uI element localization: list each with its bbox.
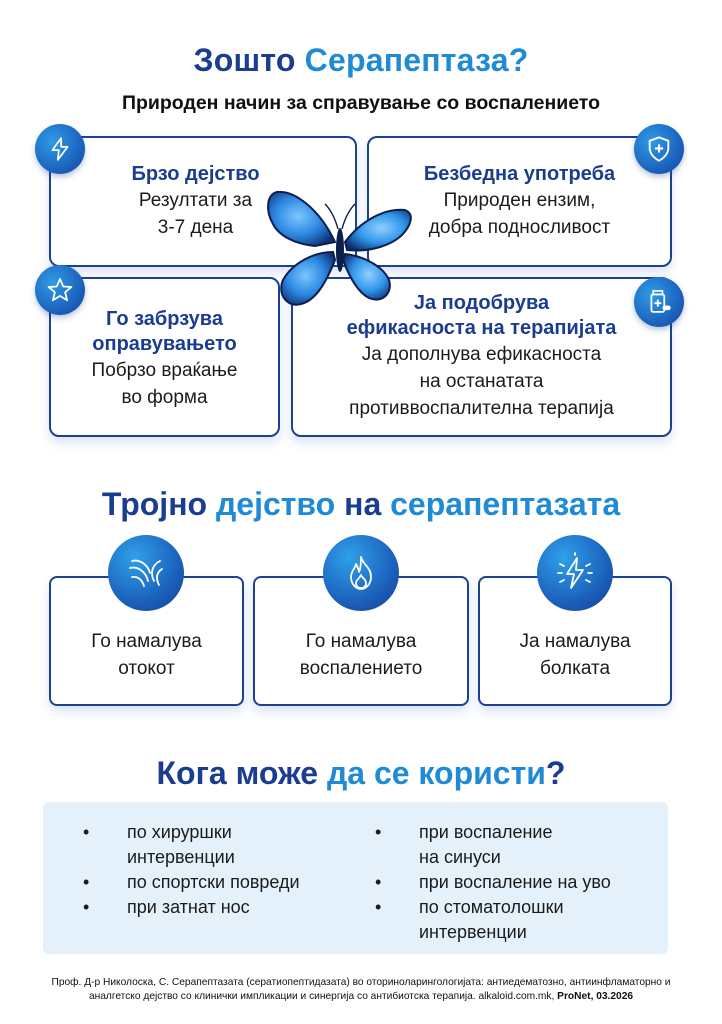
benefit-card-safe-use: Безбедна употреба Природен ензим, добра … — [367, 124, 684, 267]
list-item: по спортски повреди — [83, 870, 300, 895]
list-item-text: при воспаление — [419, 822, 553, 842]
title-part-1: Зошто — [193, 42, 305, 78]
action-text: воспалението — [299, 658, 423, 679]
benefit-card-efficacy: Ја подобрува ефикасноста на терапијата Ј… — [291, 277, 684, 437]
usage-box: по хируршки интервенции по спортски повре… — [43, 802, 668, 954]
benefit-heading: Брзо дејство — [131, 163, 260, 185]
action-text: болката — [539, 658, 611, 679]
section2-part-4: серапептазата — [390, 486, 621, 522]
benefit-text: Побрзо враќање — [91, 360, 238, 381]
section3-part-3: ? — [545, 755, 566, 791]
usage-list-left: по хируршки интервенции по спортски повре… — [83, 820, 300, 920]
list-item-text: по стоматолошки — [419, 897, 564, 917]
benefit-text: во форма — [121, 387, 208, 408]
section2-part-2: дејство — [215, 486, 336, 522]
footer-line-2: аналгетско дејство со клинички импликаци… — [25, 990, 697, 1004]
benefit-heading: Го забрзува — [106, 308, 223, 330]
benefit-heading: оправувањето — [92, 333, 237, 355]
benefit-text: противвоспалителна терапија — [349, 398, 614, 419]
footer-line-1: Проф. Д-р Николоска, С. Серапептазата (с… — [51, 977, 671, 988]
section2-part-3: на — [335, 486, 391, 522]
lightning-icon — [35, 124, 85, 174]
section3-part-1: Кога може — [156, 755, 327, 791]
swelling-waves-icon — [108, 535, 184, 611]
list-item: по хируршки интервенции — [83, 820, 300, 870]
list-item: при воспаление на уво — [375, 870, 611, 895]
butterfly-illustration — [267, 190, 412, 306]
list-item: по стоматолошки интервенции — [375, 895, 611, 945]
benefit-text: 3-7 дена — [157, 217, 234, 238]
benefit-heading: ефикасноста на терапијата — [346, 317, 617, 339]
list-item-text: при воспаление на уво — [419, 872, 611, 892]
action-text: Го намалува — [305, 631, 417, 652]
benefit-text: Резултати за — [138, 190, 253, 211]
list-item-text: интервенции — [127, 847, 235, 867]
list-item-text: по спортски повреди — [127, 872, 300, 892]
footer-text: аналгетско дејство со клинички импликаци… — [88, 991, 558, 1002]
medicine-bottle-icon — [634, 277, 684, 327]
benefit-heading: Безбедна употреба — [423, 163, 616, 185]
flame-icon — [323, 535, 399, 611]
benefit-card-recovery: Го забрзува оправувањето Побрзо враќање … — [35, 265, 280, 437]
list-item: при затнат нос — [83, 895, 300, 920]
pain-bolt-icon — [537, 535, 613, 611]
footer-source: ProNet, 03.2026 — [557, 991, 634, 1002]
benefit-text: на останатата — [419, 371, 544, 392]
shield-plus-icon — [634, 124, 684, 174]
list-item: при воспаление на синуси — [375, 820, 611, 870]
section2-part-1: Тројно — [101, 486, 216, 522]
action-text: отокот — [118, 658, 175, 679]
action-text: Го намалува — [91, 631, 202, 652]
page-subtitle: Природен начин за справување со воспален… — [121, 92, 601, 114]
star-icon — [35, 265, 85, 315]
action-text: Ја намалува — [519, 631, 631, 652]
section3-part-2: да се користи — [326, 755, 546, 791]
list-item-text: на синуси — [419, 847, 501, 867]
benefit-heading: Ја подобрува — [413, 292, 550, 314]
list-item-text: по хируршки — [127, 822, 232, 842]
benefit-text: Природен ензим, — [443, 190, 596, 211]
page-title: Зошто Серапептаза? — [0, 42, 722, 79]
title-part-2: Серапептаза? — [304, 42, 529, 78]
list-item-text: при затнат нос — [127, 897, 250, 917]
benefit-text: Ја дополнува ефикасноста — [361, 344, 602, 365]
benefit-card-fast-action: Брзо дејство Резултати за 3-7 дена — [35, 124, 357, 267]
footer-reference: Проф. Д-р Николоска, С. Серапептазата (с… — [25, 976, 697, 1004]
action-card-swelling: Го намалува отокот — [49, 576, 244, 706]
usage-list-right: при воспаление на синуси при воспаление н… — [375, 820, 611, 945]
section-title-triple-action: Тројно дејство на серапептазата — [0, 486, 722, 523]
benefit-text: добра подносливост — [428, 217, 611, 238]
section-title-when-to-use: Кога може да се користи? — [0, 755, 722, 792]
list-item-text: интервенции — [419, 922, 527, 942]
